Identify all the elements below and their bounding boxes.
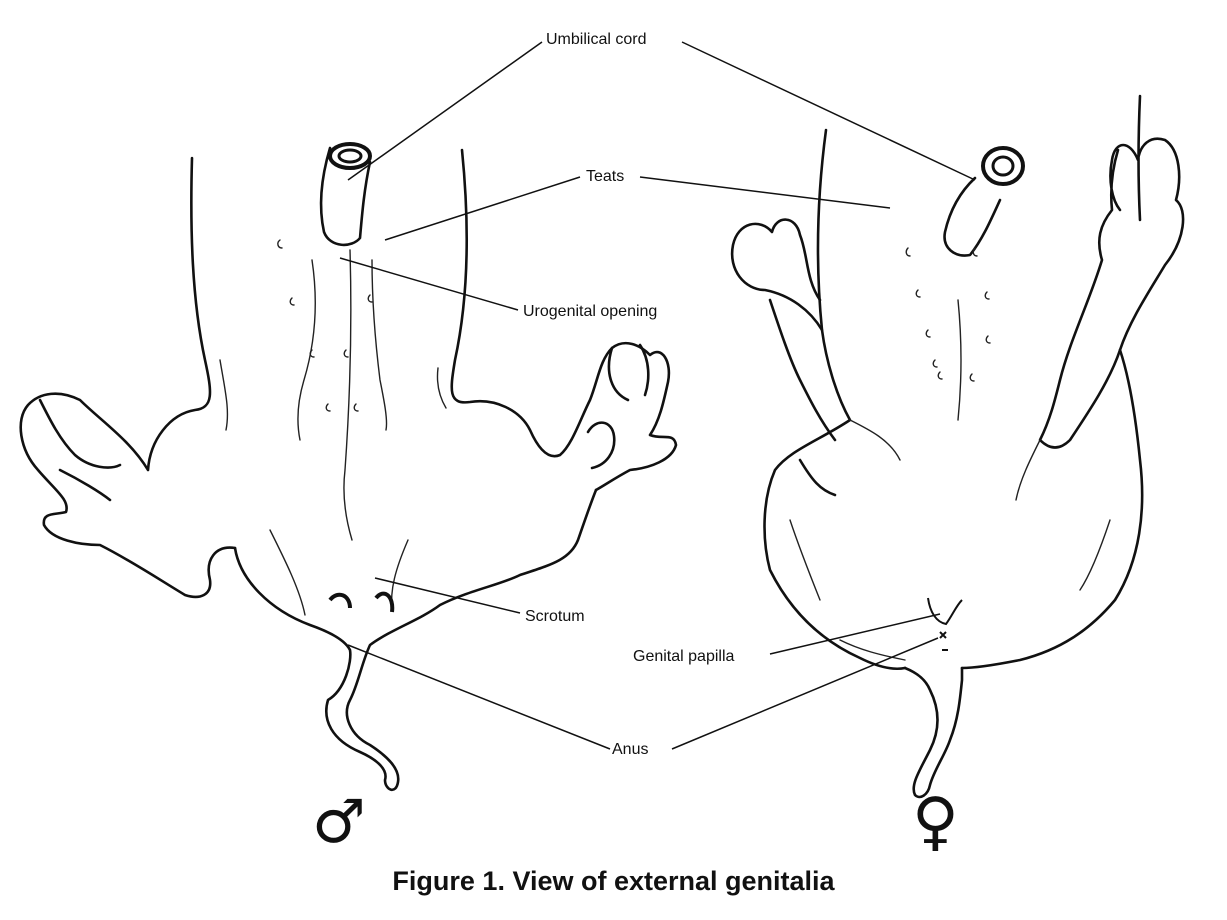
- female-tail: [903, 666, 964, 799]
- female-belly-lines: [789, 299, 1111, 661]
- male-right-paw-toes: [586, 343, 650, 470]
- female-piglet-drawing: [730, 94, 1185, 799]
- label-anus: Anus: [612, 741, 649, 759]
- label-teats: Teats: [586, 168, 625, 186]
- male-umbilical-stump: [319, 146, 372, 247]
- male-front-right-leg: [450, 148, 678, 492]
- female-umbilical-stump: [943, 176, 1002, 257]
- figure-caption: Figure 1. View of external genitalia: [392, 866, 835, 896]
- label-scrotum: Scrotum: [525, 608, 585, 626]
- male-front-left-paw: [38, 398, 122, 502]
- female-left-leg: [763, 128, 907, 670]
- male-symbol: ♂: [312, 787, 366, 857]
- male-body-outline: [19, 156, 237, 599]
- male-lower-body: [233, 488, 598, 792]
- female-teats: [905, 247, 991, 382]
- female-right-leg: [1038, 94, 1185, 449]
- male-piglet-drawing: [19, 142, 678, 792]
- label-urogenital-opening: Urogenital opening: [523, 303, 658, 321]
- female-left-paw: [730, 218, 837, 497]
- label-umbilical-cord: Umbilical cord: [546, 31, 647, 49]
- female-symbol: ♀: [912, 785, 959, 859]
- leader-lines: [339, 41, 976, 750]
- male-belly-lines: [219, 249, 447, 616]
- male-teats: [277, 239, 373, 412]
- label-genital-papilla: Genital papilla: [633, 648, 735, 666]
- female-right-body: [960, 348, 1144, 670]
